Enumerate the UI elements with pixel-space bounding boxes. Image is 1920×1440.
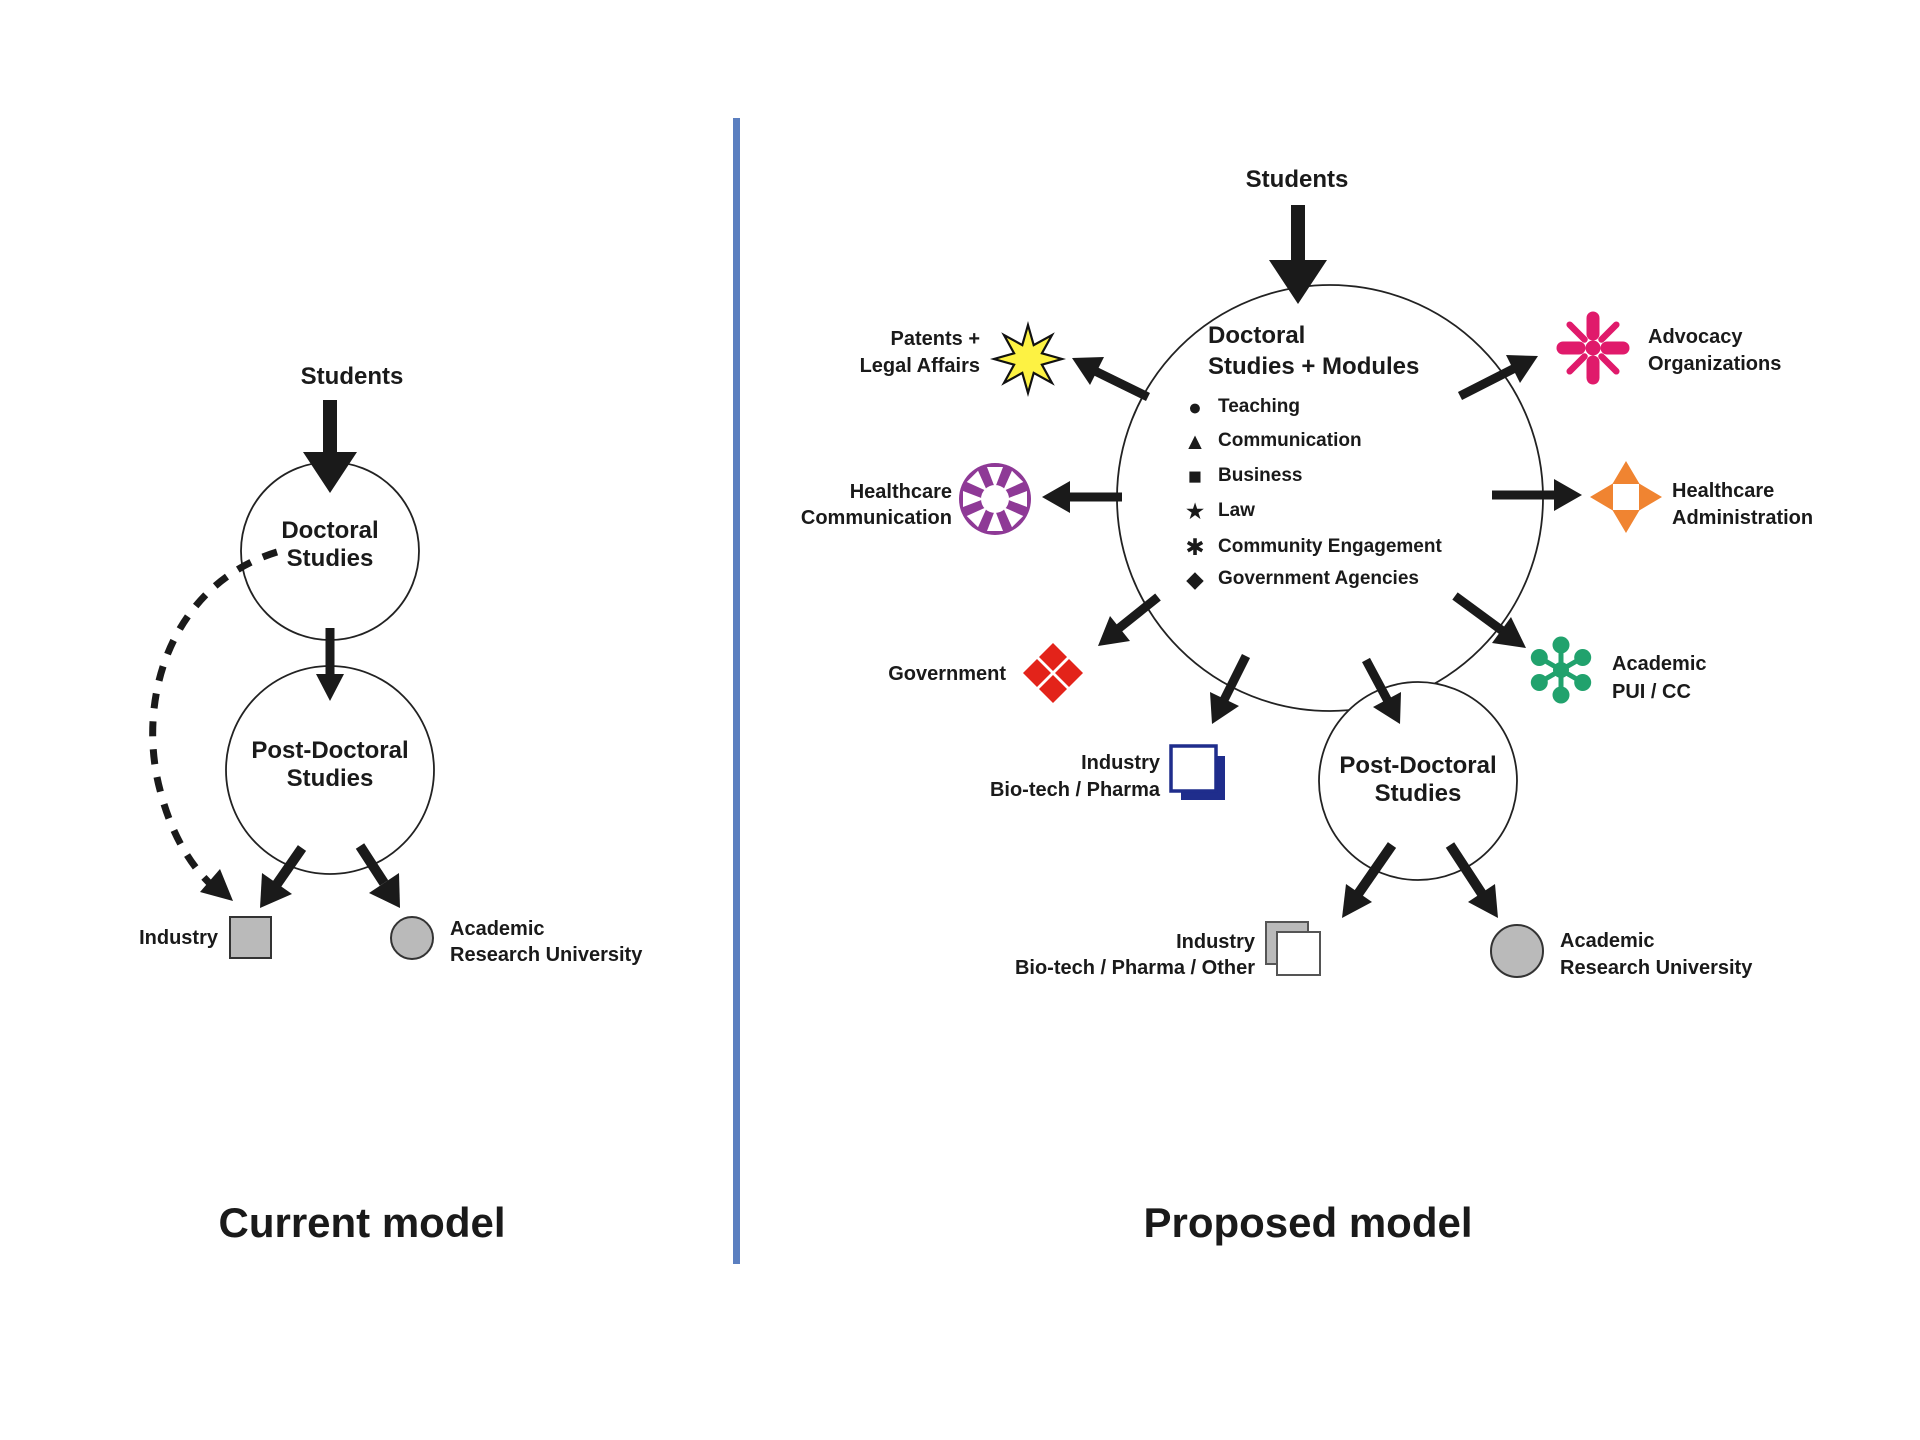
arrow-students-to-doctoral-right (1269, 205, 1327, 304)
healthcare-communication-sun-icon (959, 463, 1031, 535)
law-star-icon: ★ (1184, 498, 1206, 524)
arrow-to-patents (1072, 357, 1150, 402)
arrow-postdoc-to-academic-right (1445, 842, 1498, 918)
arrow-postdoc-to-industry-left (260, 845, 307, 908)
advocacy-asterisk-icon (1556, 311, 1630, 385)
patents-label: Patents + Legal Affairs (859, 328, 980, 377)
industry-other-label: Industry Bio-tech / Pharma / Other (1014, 931, 1255, 979)
arrow-to-healthcare-communication (1042, 481, 1122, 513)
arrow-to-postdoc-right (1362, 657, 1401, 724)
arrow-to-industry-biotech (1210, 653, 1251, 724)
industry-square-icon-left (229, 916, 272, 959)
arrow-to-healthcare-administration (1492, 479, 1582, 511)
arrow-doctoral-to-postdoc-left (316, 628, 344, 701)
postdoc-studies-text-left: Post-Doctoral Studies (251, 737, 409, 792)
postdoc-studies-circle-right (1318, 681, 1518, 881)
students-label-left: Students (300, 363, 404, 390)
arrow-to-government (1098, 593, 1161, 646)
module-row-teaching: ● Teaching (1180, 393, 1300, 421)
postdoc-studies-text-right: Post-Doctoral Studies (1339, 752, 1497, 807)
module-row-community-engagement: ✱ Community Engagement (1180, 533, 1441, 561)
panel-divider (733, 118, 740, 1264)
industry-biotech-squares-icon (1169, 744, 1225, 800)
communication-triangle-icon: ▲ (1183, 428, 1207, 454)
academic-circle-icon-right (1490, 924, 1544, 978)
arrow-postdoc-to-academic-left (355, 843, 400, 908)
doctoral-studies-text-left: Doctoral Studies (281, 517, 379, 572)
advocacy-label: Advocacy Organizations (1648, 326, 1782, 375)
community-engagement-asterisk-icon: ✱ (1185, 534, 1205, 560)
industry-biotech-label: Industry Bio-tech / Pharma (989, 752, 1160, 801)
government-diamonds-icon (1023, 643, 1083, 703)
patents-star-icon (989, 320, 1067, 398)
arrow-to-advocacy (1457, 355, 1538, 401)
module-row-law: ★ Law (1180, 497, 1255, 525)
current-model-title: Current model (218, 1199, 506, 1246)
government-agencies-diamond-icon: ◆ (1186, 566, 1204, 592)
module-row-business: ■ Business (1180, 462, 1302, 490)
academic-label-left: Academic Research University (450, 918, 643, 966)
healthcare-administration-label: Healthcare Administration (1672, 480, 1814, 529)
arrow-students-to-doctoral-left (303, 400, 357, 493)
industry-other-squares-icon (1265, 921, 1321, 976)
dashed-arrow-doctoral-to-industry (149, 548, 279, 901)
academic-research-label-right: Academic Research University (1560, 930, 1753, 979)
academic-pui-label: Academic PUI / CC (1612, 653, 1707, 703)
academic-pui-molecule-icon (1530, 636, 1592, 704)
business-square-icon: ■ (1188, 463, 1202, 489)
module-row-government-agencies: ◆ Government Agencies (1180, 565, 1419, 593)
healthcare-administration-star-icon (1590, 461, 1662, 533)
industry-label-left: Industry (139, 927, 218, 949)
doctoral-modules-title: Doctoral Studies + Modules (1208, 322, 1420, 380)
teaching-circle-icon: ● (1188, 394, 1202, 420)
government-label: Government (888, 663, 1006, 685)
students-label-right: Students (1245, 166, 1349, 193)
healthcare-communication-label: Healthcare Communication (800, 481, 952, 529)
module-row-communication: ▲ Communication (1180, 427, 1362, 455)
academic-circle-icon-left (390, 916, 434, 960)
proposed-model-title: Proposed model (1143, 1199, 1473, 1246)
arrow-to-academic-pui (1452, 592, 1526, 648)
arrow-postdoc-to-industry-right (1342, 842, 1397, 918)
